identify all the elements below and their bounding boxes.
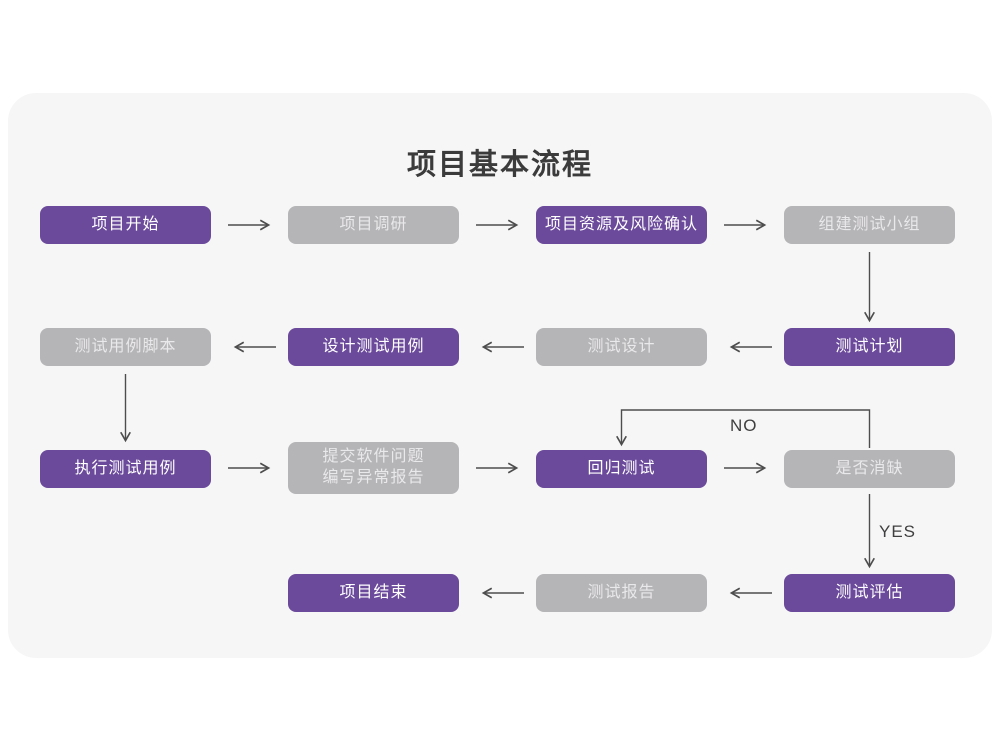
branch-label-no: NO — [730, 416, 758, 435]
node-test-plan: 测试计划 — [784, 328, 955, 366]
node-test-design: 测试设计 — [536, 328, 707, 366]
flowchart-card — [8, 93, 992, 658]
node-project-end: 项目结束 — [288, 574, 459, 612]
node-resource-risk: 项目资源及风险确认 — [536, 206, 707, 244]
node-test-case-script: 测试用例脚本 — [40, 328, 211, 366]
node-test-report: 测试报告 — [536, 574, 707, 612]
node-project-research: 项目调研 — [288, 206, 459, 244]
node-regression-test: 回归测试 — [536, 450, 707, 488]
node-project-start: 项目开始 — [40, 206, 211, 244]
node-build-test-team: 组建测试小组 — [784, 206, 955, 244]
node-design-test-case: 设计测试用例 — [288, 328, 459, 366]
diagram-title: 项目基本流程 — [406, 149, 593, 181]
node-defect-cleared: 是否消缺 — [784, 450, 955, 488]
node-submit-issue-report: 提交软件问题 编写异常报告 — [288, 442, 459, 494]
node-execute-test-case: 执行测试用例 — [40, 450, 211, 488]
branch-label-yes: YES — [879, 522, 917, 541]
node-test-evaluation: 测试评估 — [784, 574, 955, 612]
